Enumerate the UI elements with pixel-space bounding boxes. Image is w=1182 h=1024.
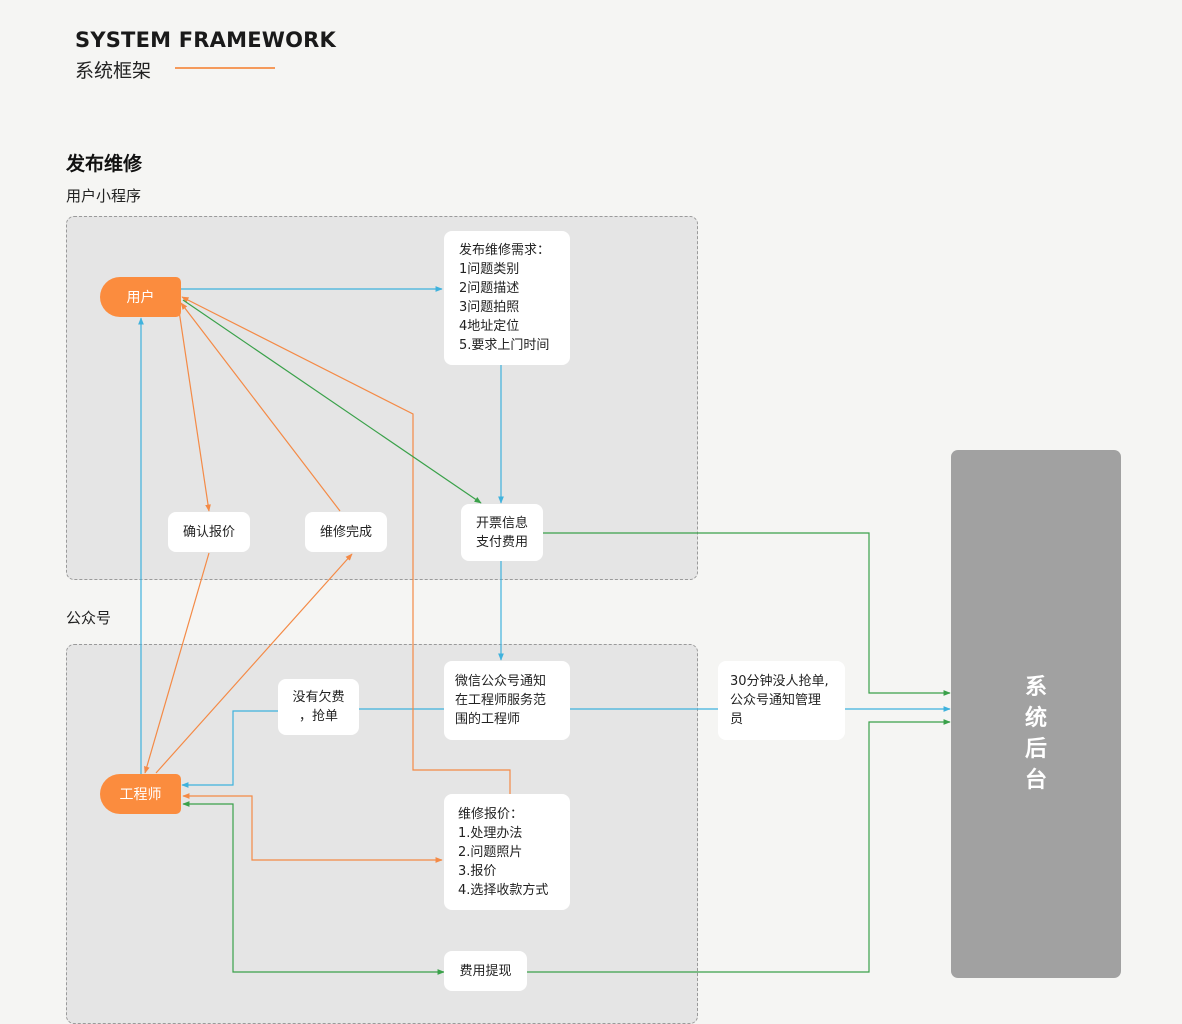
header-title-cn: 系统框架 bbox=[75, 60, 152, 82]
header-title-en: SYSTEM FRAMEWORK bbox=[75, 28, 337, 52]
node-line: 发布维修需求： bbox=[459, 243, 551, 258]
node-line: 开票信息 bbox=[475, 515, 528, 531]
node-line: 3问题拍照 bbox=[459, 300, 520, 315]
node-line: 围的工程师 bbox=[455, 712, 521, 727]
node-line: 公众号通知管理 bbox=[730, 693, 822, 708]
actor-engineer[interactable]: 工程师 bbox=[100, 774, 181, 814]
header-accent-line bbox=[175, 67, 275, 69]
node-timeout-notify[interactable]: 30分钟没人抢单, 公众号通知管理 员 bbox=[718, 661, 845, 740]
node-line: 2.问题照片 bbox=[458, 845, 523, 860]
node-line: 确认报价 bbox=[182, 524, 235, 540]
node-no-debt-grab[interactable]: 没有欠费 ，抢单 bbox=[278, 679, 359, 735]
node-line: 支付费用 bbox=[475, 534, 528, 550]
node-publish-request[interactable]: 发布维修需求： 1问题类别 2问题描述 3问题拍照 4地址定位 5.要求上门时间 bbox=[444, 231, 570, 365]
node-line: 维修报价： bbox=[458, 807, 524, 822]
node-line: 4.选择收款方式 bbox=[458, 883, 549, 898]
node-line: 1问题类别 bbox=[459, 262, 520, 277]
node-line: 在工程师服务范 bbox=[455, 693, 547, 708]
actor-user[interactable]: 用户 bbox=[100, 277, 181, 317]
node-line: 微信公众号通知 bbox=[455, 674, 547, 689]
node-line: 5.要求上门时间 bbox=[459, 338, 550, 353]
node-withdraw[interactable]: 费用提现 bbox=[444, 951, 527, 991]
panel-official-account bbox=[66, 644, 698, 1024]
node-line: 员 bbox=[730, 712, 744, 727]
node-wechat-notify[interactable]: 微信公众号通知 在工程师服务范 围的工程师 bbox=[444, 661, 570, 740]
node-line: 3.报价 bbox=[458, 864, 497, 879]
node-invoice-pay[interactable]: 开票信息 支付费用 bbox=[461, 504, 543, 561]
system-backend: 系统后台 bbox=[951, 450, 1121, 978]
node-line: 4地址定位 bbox=[459, 319, 520, 334]
node-confirm-quote[interactable]: 确认报价 bbox=[168, 512, 250, 552]
system-backend-label: 系统后台 bbox=[1024, 675, 1047, 793]
group-label-mini-program: 用户小程序 bbox=[66, 187, 142, 205]
node-line: 2问题描述 bbox=[459, 281, 520, 296]
node-line: 维修完成 bbox=[319, 524, 372, 540]
node-line: 30分钟没人抢单, bbox=[730, 674, 829, 689]
node-line: 1.处理办法 bbox=[458, 826, 523, 841]
node-line: ，抢单 bbox=[298, 709, 338, 724]
node-repair-done[interactable]: 维修完成 bbox=[305, 512, 387, 552]
section-title: 发布维修 bbox=[66, 153, 143, 175]
group-label-official-account: 公众号 bbox=[66, 609, 112, 627]
node-line: 没有欠费 bbox=[292, 690, 345, 705]
node-repair-quote[interactable]: 维修报价： 1.处理办法 2.问题照片 3.报价 4.选择收款方式 bbox=[444, 794, 570, 910]
node-line: 费用提现 bbox=[459, 963, 512, 979]
